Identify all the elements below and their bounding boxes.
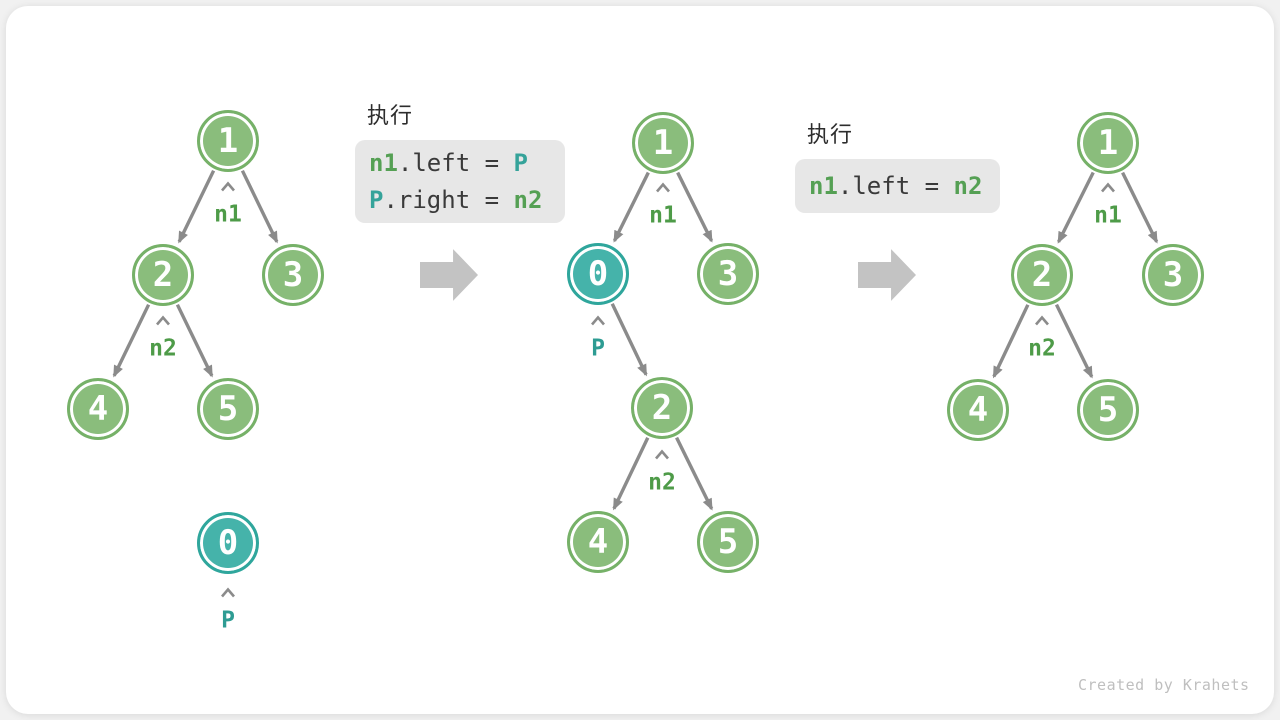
pointer-label-n1: n1 xyxy=(649,202,677,229)
edge-arrow xyxy=(240,169,279,244)
tree-node-1: 1 xyxy=(1077,112,1139,174)
edge-arrow xyxy=(1054,303,1094,379)
code-token: P xyxy=(369,185,384,214)
pointer-caret-icon xyxy=(221,181,235,192)
code-token: = xyxy=(470,185,514,214)
tree-node-5: 5 xyxy=(1077,379,1139,441)
edge-arrow xyxy=(112,303,151,378)
pointer-caret-icon xyxy=(591,315,605,326)
pointer-label-n2: n2 xyxy=(1028,335,1056,362)
tree-node-1: 1 xyxy=(632,112,694,174)
code-token: P xyxy=(513,148,528,177)
pointer-label-n1: n1 xyxy=(1094,202,1122,229)
code-token: .right xyxy=(383,185,471,214)
code-line: n1.left = P xyxy=(369,145,551,182)
code-token: = xyxy=(910,171,954,200)
tree-node-3: 3 xyxy=(697,243,759,305)
edge-arrow xyxy=(992,304,1030,379)
pointer-caret-icon xyxy=(156,315,170,326)
code-token: .left xyxy=(837,171,911,200)
tree-node-4: 4 xyxy=(947,379,1009,441)
credit-text: Created by Krahets xyxy=(1078,676,1250,694)
code-token: = xyxy=(470,148,514,177)
transition-arrow-icon xyxy=(420,249,478,301)
code-token: n2 xyxy=(953,171,983,200)
edge-arrow xyxy=(612,171,650,243)
tree-node-2: 2 xyxy=(132,244,194,306)
edge-arrow xyxy=(612,437,650,511)
pointer-label-n2: n2 xyxy=(149,335,177,362)
tree-node-1: 1 xyxy=(197,110,259,172)
edge-arrow xyxy=(676,171,714,243)
pointer-caret-icon xyxy=(1101,182,1115,193)
edge-arrow xyxy=(675,436,714,511)
pointer-caret-icon xyxy=(655,449,669,460)
pointer-label-P: P xyxy=(221,607,235,634)
pointer-caret-icon xyxy=(1035,315,1049,326)
edge-arrow xyxy=(177,169,216,244)
code-line: P.right = n2 xyxy=(369,182,551,219)
code-token: n1 xyxy=(809,171,838,200)
tree-node-2: 2 xyxy=(631,377,693,439)
code-token: n1 xyxy=(369,148,398,177)
transition-arrow-icon xyxy=(858,249,916,301)
tree-node-0: 0 xyxy=(567,243,629,305)
tree-node-2: 2 xyxy=(1011,244,1073,306)
code-block-2: n1.left = n2 xyxy=(795,159,1000,213)
edge-arrow xyxy=(1057,171,1095,244)
exec-title-2: 执行 xyxy=(807,123,854,148)
edge-arrow xyxy=(610,303,648,377)
code-token: .left xyxy=(397,148,471,177)
edge-arrow xyxy=(175,303,214,378)
pointer-caret-icon xyxy=(221,587,235,598)
tree-node-4: 4 xyxy=(67,378,129,440)
exec-title-1: 执行 xyxy=(367,104,414,129)
tree-node-5: 5 xyxy=(197,378,259,440)
pointer-label-n1: n1 xyxy=(214,201,242,228)
tree-node-3: 3 xyxy=(262,244,324,306)
pointer-label-P: P xyxy=(591,335,605,362)
edge-arrow xyxy=(1121,171,1159,244)
pointer-label-n2: n2 xyxy=(648,469,676,496)
pointer-caret-icon xyxy=(656,182,670,193)
tree-node-3: 3 xyxy=(1142,244,1204,306)
code-token: n2 xyxy=(513,185,543,214)
code-line: n1.left = n2 xyxy=(809,168,986,205)
tree-node-5: 5 xyxy=(697,511,759,573)
tree-node-4: 4 xyxy=(567,511,629,573)
tree-node-0: 0 xyxy=(197,512,259,574)
